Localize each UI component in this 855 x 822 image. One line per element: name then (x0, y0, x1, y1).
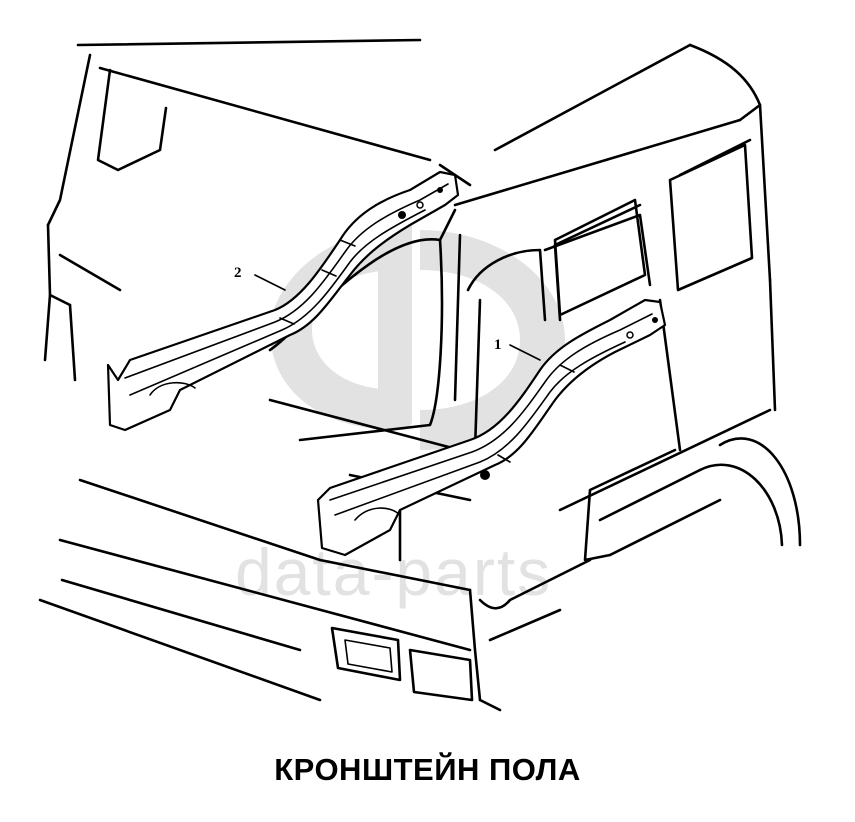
watermark-text: data-parts (235, 535, 552, 609)
right-cab-outline (38, 43, 802, 712)
callout-2: 2 (234, 265, 286, 291)
floor-bracket-left[interactable] (106, 170, 460, 432)
callout-2-number: 2 (234, 265, 242, 281)
callout-1: 1 (494, 337, 541, 361)
left-cab-outline (43, 38, 472, 382)
floor-bracket-right[interactable] (316, 298, 667, 557)
diagram-caption: КРОНШТЕЙН ПОЛА (274, 752, 581, 787)
callout-1-number: 1 (494, 337, 502, 353)
